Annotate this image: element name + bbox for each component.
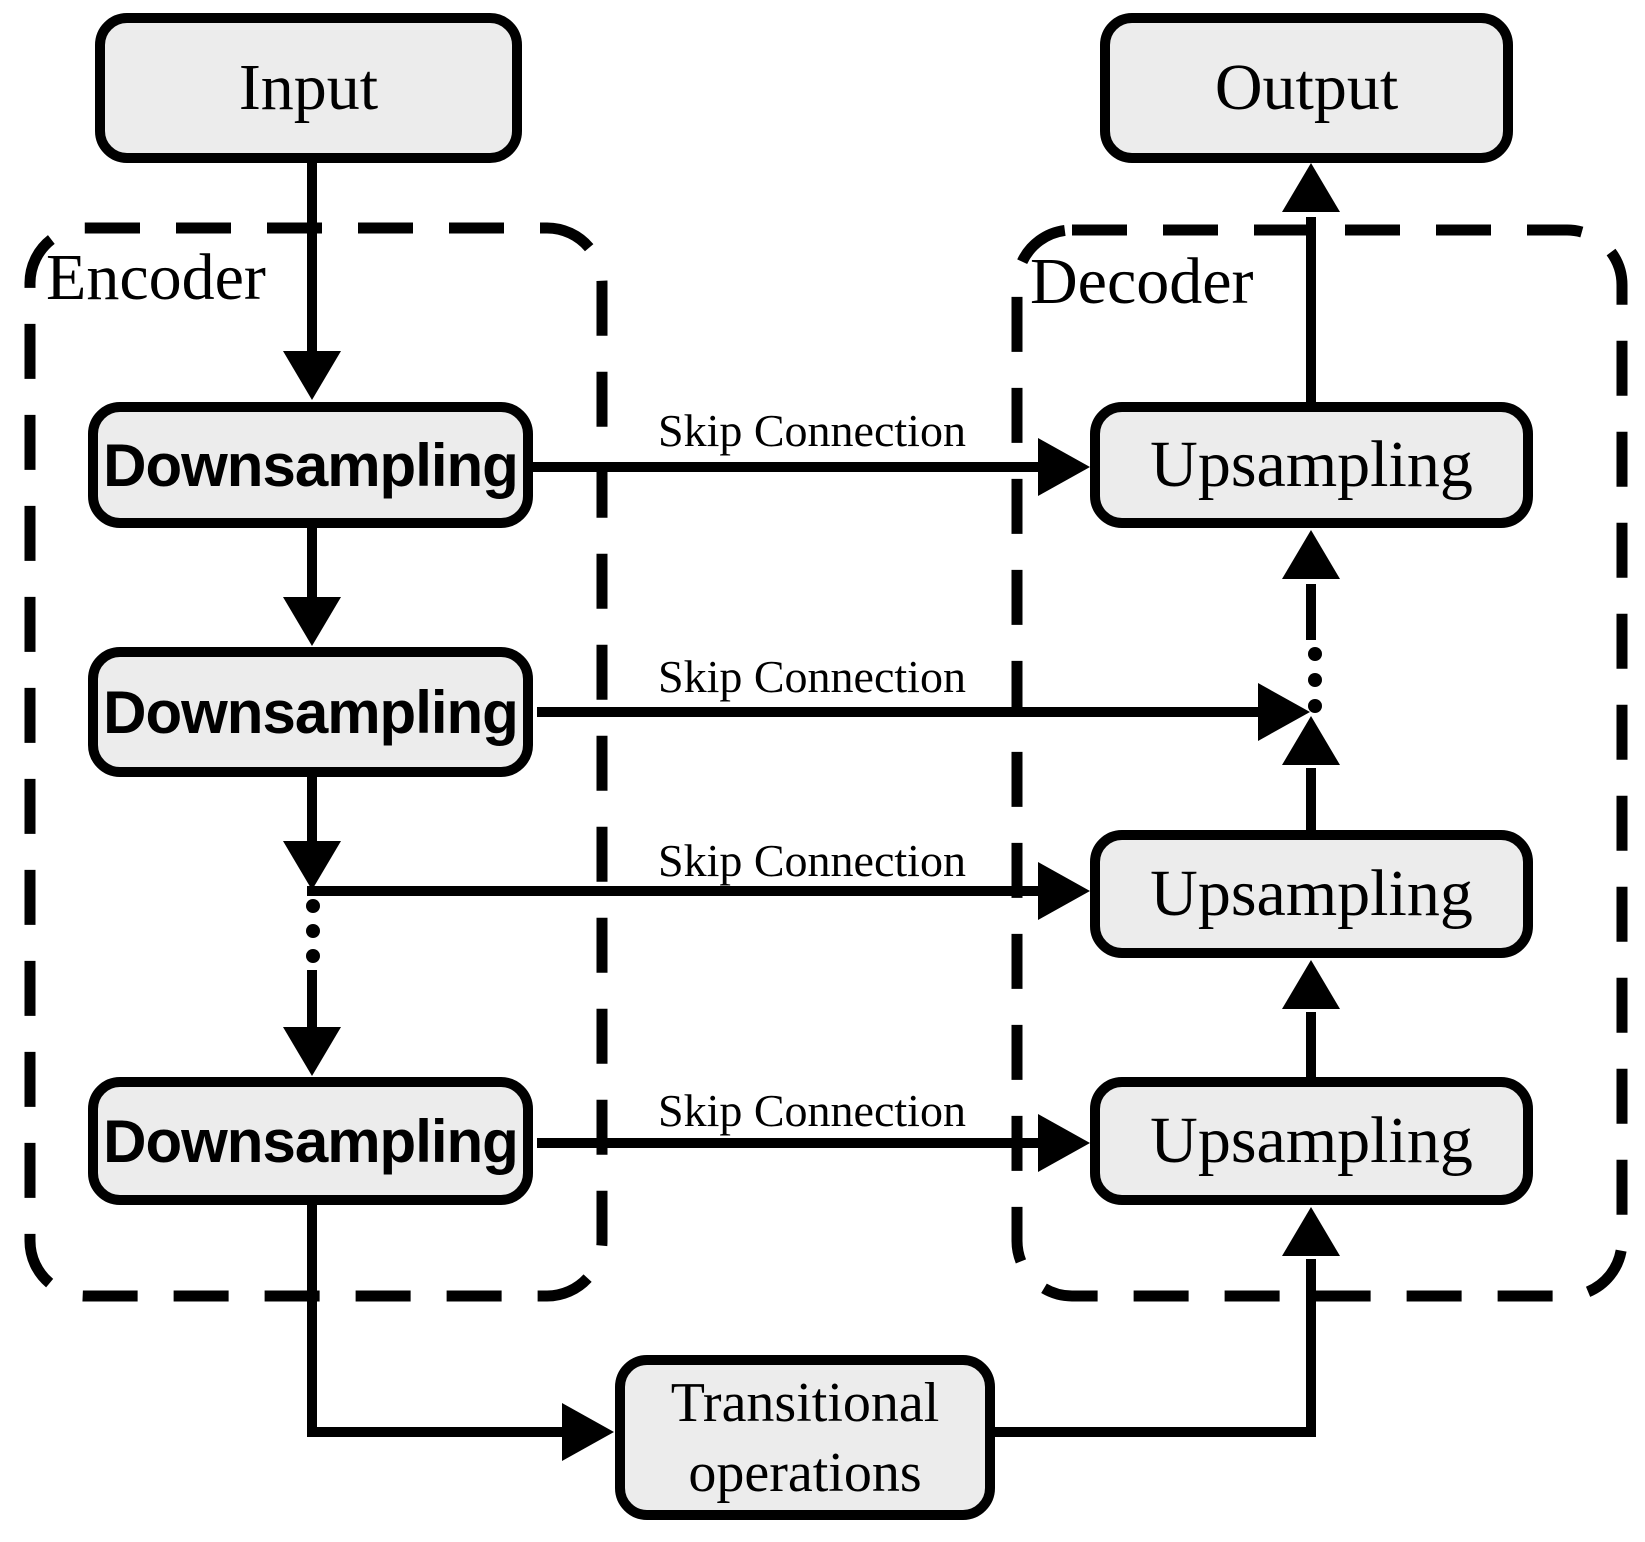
skip-connection-label-4: Skip Connection: [658, 1085, 966, 1136]
node-downsampling-3-label: Downsampling: [103, 1107, 519, 1175]
node-upsampling-3: Upsampling: [1090, 1077, 1533, 1205]
skip-connection-arrow-2: [537, 683, 1310, 741]
decoder-ellipsis-dots: [1308, 647, 1322, 713]
arrow-input-to-downsampling1: [283, 163, 341, 400]
arrow-downsampling2-to-branch: [283, 777, 341, 890]
skip-connection-label-1: Skip Connection: [658, 405, 966, 456]
arrow-branch-to-downsampling3: [283, 970, 341, 1076]
node-upsampling-1: Upsampling: [1090, 402, 1533, 528]
skip-connection-label-3: Skip Connection: [658, 835, 966, 886]
encoder-group-label: Encoder: [46, 241, 266, 314]
arrow-downsampling1-to-downsampling2: [283, 528, 341, 646]
skip-connection-label-2: Skip Connection: [658, 651, 966, 702]
arrow-upsampling1-to-output: [1282, 163, 1340, 402]
node-output: Output: [1100, 13, 1513, 163]
skip-connection-arrow-1: [533, 438, 1090, 496]
arrow-transitional-to-upsampling3: [993, 1207, 1340, 1437]
node-upsampling-2-label: Upsampling: [1150, 857, 1473, 930]
node-output-label: Output: [1214, 51, 1399, 124]
arrow-merge-to-upsampling1: [1282, 530, 1340, 640]
decoder-group-label: Decoder: [1030, 245, 1254, 318]
decoder-group-outline: [1011, 224, 1628, 1302]
node-transitional-operations: Transitional operations: [615, 1355, 995, 1520]
arrow-downsampling3-to-transitional: [307, 1205, 614, 1461]
node-input: Input: [95, 13, 522, 163]
arrow-upsampling3-to-upsampling2: [1282, 960, 1340, 1077]
arrow-upsampling2-to-merge: [1282, 716, 1340, 830]
skip-connection-arrow-3: [307, 862, 1090, 920]
node-downsampling-3: Downsampling: [88, 1077, 533, 1205]
node-downsampling-2: Downsampling: [88, 647, 533, 777]
skip-connection-arrow-4: [537, 1114, 1090, 1172]
node-input-label: Input: [238, 51, 379, 124]
encoder-ellipsis-dots: [306, 899, 320, 963]
node-downsampling-2-label: Downsampling: [103, 678, 519, 746]
node-upsampling-1-label: Upsampling: [1150, 428, 1473, 501]
node-transitional-operations-label: Transitional operations: [670, 1371, 940, 1504]
node-downsampling-1-label: Downsampling: [103, 431, 519, 499]
node-upsampling-3-label: Upsampling: [1150, 1104, 1473, 1177]
node-upsampling-2: Upsampling: [1090, 830, 1533, 958]
node-downsampling-1: Downsampling: [88, 402, 533, 528]
